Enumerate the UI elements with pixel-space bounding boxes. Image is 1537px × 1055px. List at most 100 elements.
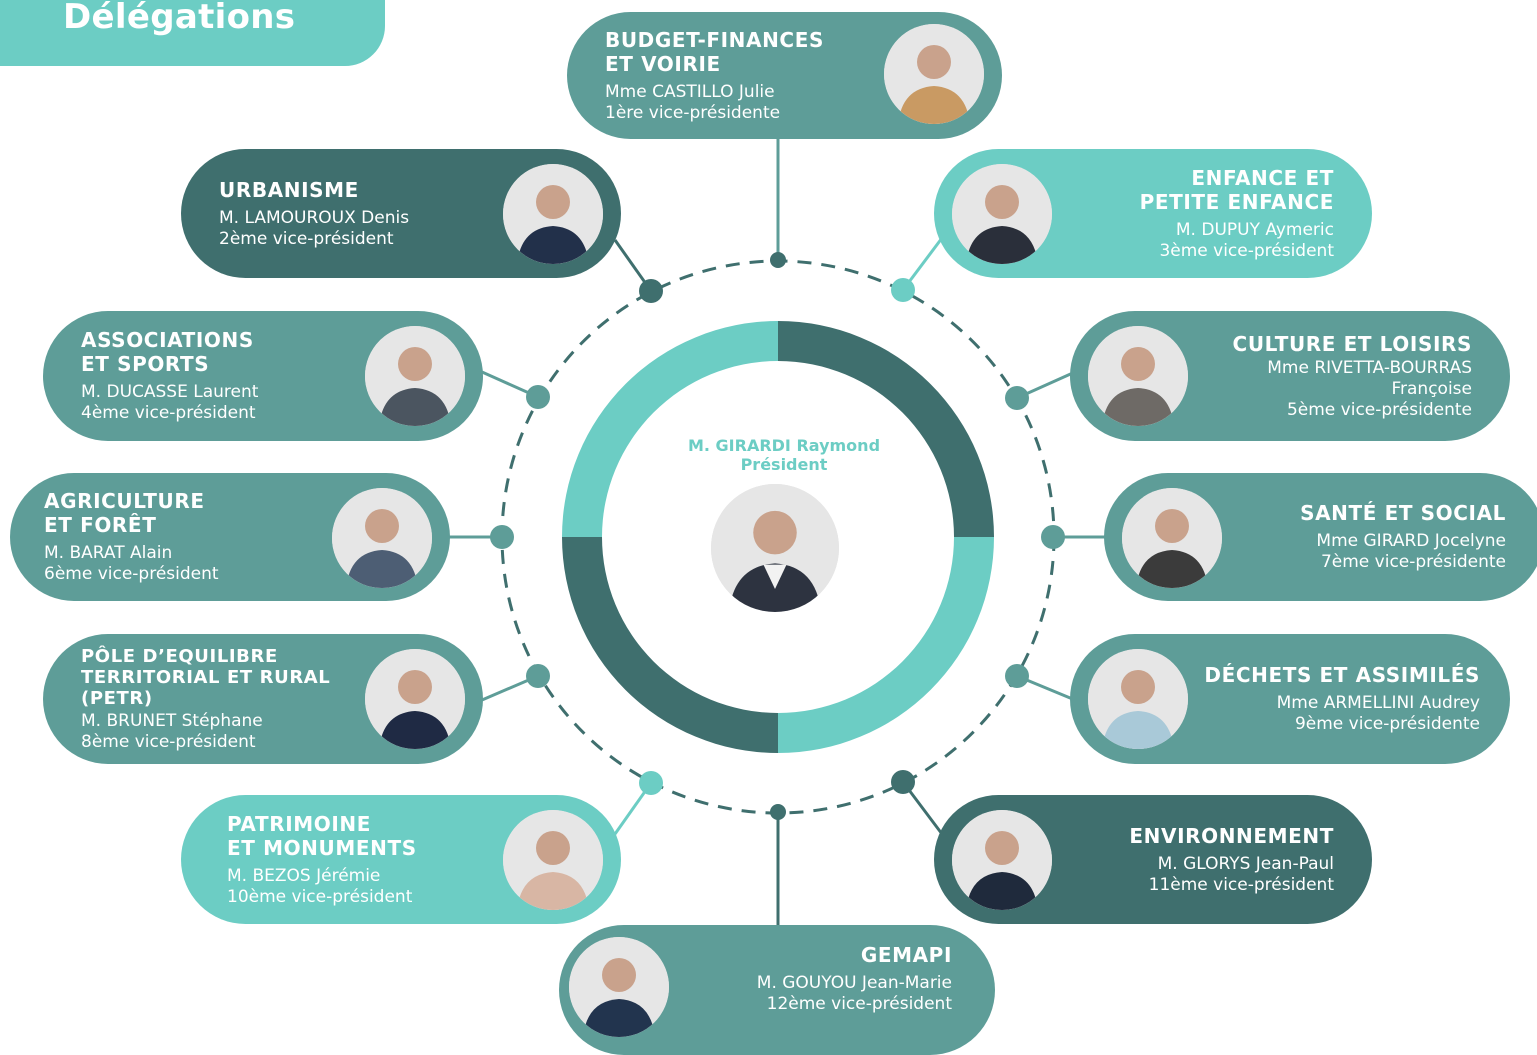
delegate-photo [503, 810, 603, 910]
connector-dot [526, 385, 550, 409]
person-silhouette-icon [952, 810, 1052, 910]
person-silhouette-icon [952, 164, 1052, 264]
delegation-card-urbanisme: URBANISME M. LAMOUROUX Denis 2ème vice-p… [181, 149, 621, 278]
delegate-name: M. DUPUY Aymeric [1175, 219, 1334, 240]
delegation-text: GEMAPI M. GOUYOU Jean-Marie 12ème vice-p… [684, 925, 952, 1033]
person-silhouette-icon [569, 937, 669, 1037]
delegation-text: ENVIRONNEMENT M. GLORYS Jean-Paul 11ème … [1059, 795, 1334, 924]
delegate-name: Mme ARMELLINI Audrey [1276, 693, 1480, 713]
connector-dot [1005, 386, 1029, 410]
connector-dot [891, 278, 915, 302]
delegate-photo [884, 24, 984, 124]
delegation-card-sante: SANTÉ ET SOCIAL Mme GIRARD Jocelyne 7ème… [1104, 473, 1537, 601]
delegate-role: 4ème vice-président [81, 403, 256, 423]
connector-dot [770, 252, 786, 268]
delegate-role: 6ème vice-président [44, 564, 219, 584]
delegate-name: M. BEZOS Jérémie [227, 865, 381, 886]
delegate-photo [952, 164, 1052, 264]
person-silhouette-icon [365, 326, 465, 426]
connector-dot [639, 771, 663, 795]
connector-dot [639, 279, 663, 303]
delegate-photo [365, 326, 465, 426]
person-silhouette-icon [365, 649, 465, 749]
delegate-name: M. GOUYOU Jean-Marie [756, 973, 952, 993]
person-silhouette-icon [1122, 488, 1222, 588]
delegate-role: 5ème vice-présidente [1286, 399, 1472, 420]
connector-dot [1041, 525, 1065, 549]
delegate-photo [332, 488, 432, 588]
delegate-role: 10ème vice-président [227, 886, 413, 907]
connector-dot [490, 525, 514, 549]
person-silhouette-icon [884, 24, 984, 124]
delegate-role: 12ème vice-président [766, 994, 952, 1014]
delegation-title: URBANISME [219, 177, 359, 202]
president-photo [711, 484, 839, 612]
delegate-photo [1088, 326, 1188, 426]
delegation-title: GEMAPI [860, 943, 952, 967]
delegate-name: M. BRUNET Stéphane [81, 710, 263, 731]
person-silhouette-icon [711, 484, 839, 612]
delegation-title: DÉCHETS ET ASSIMILÉS [1204, 663, 1480, 687]
page-title: Délégations [63, 0, 296, 37]
delegate-photo [952, 810, 1052, 910]
connector-dot [891, 770, 915, 794]
delegate-role: 1ère vice-présidente [605, 102, 781, 123]
delegate-role: 8ème vice-président [81, 731, 256, 752]
delegate-role: 2ème vice-président [219, 228, 394, 249]
person-silhouette-icon [332, 488, 432, 588]
delegation-card-environnement: ENVIRONNEMENT M. GLORYS Jean-Paul 11ème … [934, 795, 1372, 924]
person-silhouette-icon [1088, 649, 1188, 749]
connector-dot [770, 804, 786, 820]
delegate-name: M. DUCASSE Laurent [81, 382, 259, 402]
delegate-role: 3ème vice-président [1159, 240, 1334, 261]
header-tab [0, 0, 385, 66]
connector-dot [1005, 664, 1029, 688]
president-ring [562, 321, 994, 753]
delegate-photo [365, 649, 465, 749]
president-name: M. GIRARDI Raymond [687, 436, 881, 455]
person-silhouette-icon [1088, 326, 1188, 426]
delegation-text: URBANISME M. LAMOUROUX Denis 2ème vice-p… [219, 149, 496, 278]
delegation-title: SANTÉ ET SOCIAL [1300, 501, 1506, 525]
person-silhouette-icon [503, 810, 603, 910]
delegation-text: SANTÉ ET SOCIAL Mme GIRARD Jocelyne 7ème… [1229, 473, 1506, 601]
delegation-text: DÉCHETS ET ASSIMILÉS Mme ARMELLINI Audre… [1185, 634, 1480, 764]
delegate-name: M. BARAT Alain [44, 543, 173, 563]
delegation-title: ENVIRONNEMENT [1129, 823, 1334, 848]
delegate-photo [1088, 649, 1188, 749]
delegate-role: 7ème vice-présidente [1320, 552, 1506, 572]
person-silhouette-icon [503, 164, 603, 264]
delegate-photo [503, 164, 603, 264]
delegate-name: M. LAMOUROUX Denis [219, 207, 410, 228]
delegation-card-dechets: DÉCHETS ET ASSIMILÉS Mme ARMELLINI Audre… [1070, 634, 1510, 764]
connector-dot [526, 664, 550, 688]
president-role: Président [740, 455, 828, 474]
delegate-photo [569, 937, 669, 1037]
delegate-name: M. GLORYS Jean-Paul [1157, 853, 1334, 874]
delegate-name: Mme CASTILLO Julie [605, 81, 775, 102]
president-label: M. GIRARDI Raymond Président [634, 436, 934, 474]
delegate-role: 11ème vice-président [1148, 874, 1334, 895]
delegate-role: 9ème vice-présidente [1294, 714, 1480, 734]
